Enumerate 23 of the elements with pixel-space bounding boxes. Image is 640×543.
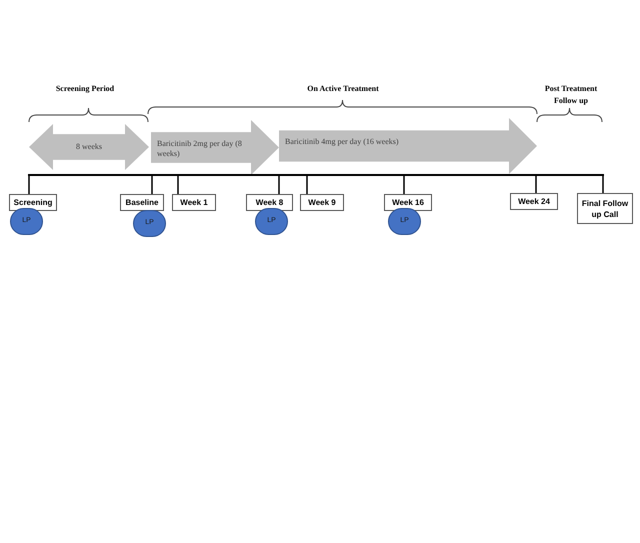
visit-box: Week 8: [246, 194, 293, 211]
connector-line: [403, 176, 405, 194]
arrow-label: Baricitinib 4mg per day (16 weeks): [285, 137, 400, 147]
visit-box: Week 24: [510, 193, 558, 210]
visit-box: Week 9: [300, 194, 344, 211]
visit-box: Baseline: [120, 194, 164, 211]
connector-line: [535, 176, 537, 193]
period-heading: Screening Period: [54, 83, 116, 95]
visit-box: Week 1: [172, 194, 216, 211]
period-heading: On Active Treatment: [306, 83, 380, 95]
connector-line: [306, 176, 308, 194]
period-heading: Post Treatment Follow up: [544, 83, 598, 107]
connector-line: [151, 176, 153, 194]
visit-box: Week 16: [384, 194, 432, 211]
timeline-line: [28, 174, 604, 176]
connector-line: [28, 176, 30, 194]
connector-line: [177, 176, 179, 194]
arrow-label: 8 weeks: [75, 142, 103, 152]
arrow-label: Baricitinib 2mg per day (8 weeks): [157, 139, 243, 159]
visit-box: Screening: [9, 194, 57, 211]
connector-line: [278, 176, 280, 194]
connector-line: [602, 176, 604, 193]
visit-box: Final Follow up Call: [577, 193, 633, 224]
